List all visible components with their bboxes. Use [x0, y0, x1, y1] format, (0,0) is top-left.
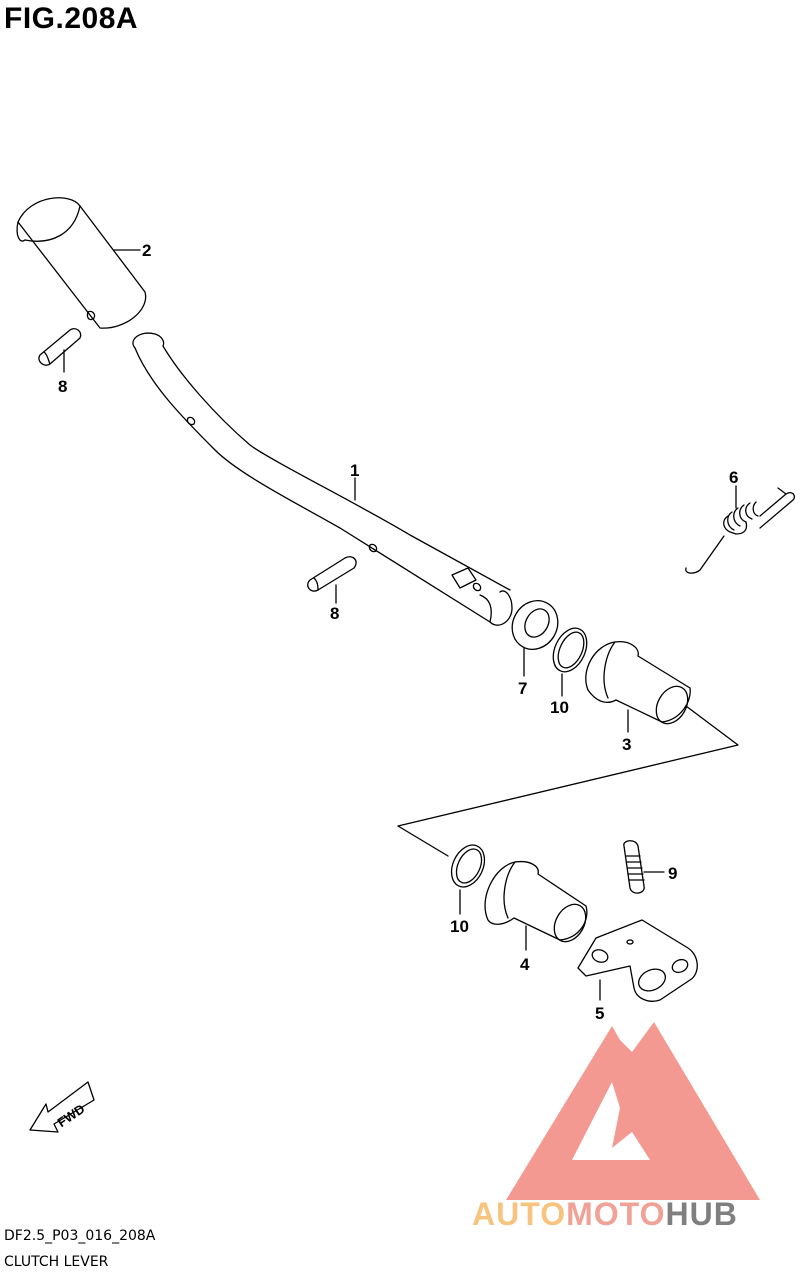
- callout-9: 9: [668, 864, 677, 883]
- callout-5: 5: [595, 1004, 604, 1023]
- connector-line: [397, 705, 739, 857]
- callout-8-lower: 8: [330, 604, 339, 623]
- callout-2: 2: [142, 241, 151, 260]
- pin-part-8-lower: [307, 556, 357, 604]
- bushing-part-4: [484, 860, 588, 951]
- bracket-part-5: [577, 919, 698, 1002]
- watermark-text: AUTOMOTOHUB: [472, 1196, 738, 1232]
- callout-10-lower: 10: [450, 917, 469, 936]
- washer-part-7: [511, 600, 559, 677]
- figure-title: FIG.208A: [4, 2, 139, 35]
- grip-part-2: [16, 197, 147, 329]
- lever-part-1: [132, 332, 513, 626]
- callout-4: 4: [520, 955, 530, 974]
- fwd-arrow-icon: [29, 1081, 95, 1133]
- spring-part-6: [685, 485, 796, 574]
- bushing-part-3: [585, 641, 691, 733]
- callout-3: 3: [622, 735, 631, 754]
- watermark-logo: [506, 1022, 760, 1200]
- roll-pin-part-9: [623, 840, 665, 894]
- callout-1: 1: [350, 461, 359, 480]
- callout-6: 6: [729, 468, 738, 487]
- figure-code: DF2.5_P03_016_208A: [4, 1228, 156, 1244]
- callout-10-upper: 10: [550, 698, 569, 717]
- callout-7: 7: [518, 679, 527, 698]
- figure-caption: CLUTCH LEVER: [4, 1254, 109, 1270]
- ring-part-10-upper: [552, 627, 588, 697]
- ring-part-10-lower: [450, 844, 486, 915]
- callout-8-upper: 8: [58, 377, 67, 396]
- pin-part-8-upper: [38, 328, 82, 373]
